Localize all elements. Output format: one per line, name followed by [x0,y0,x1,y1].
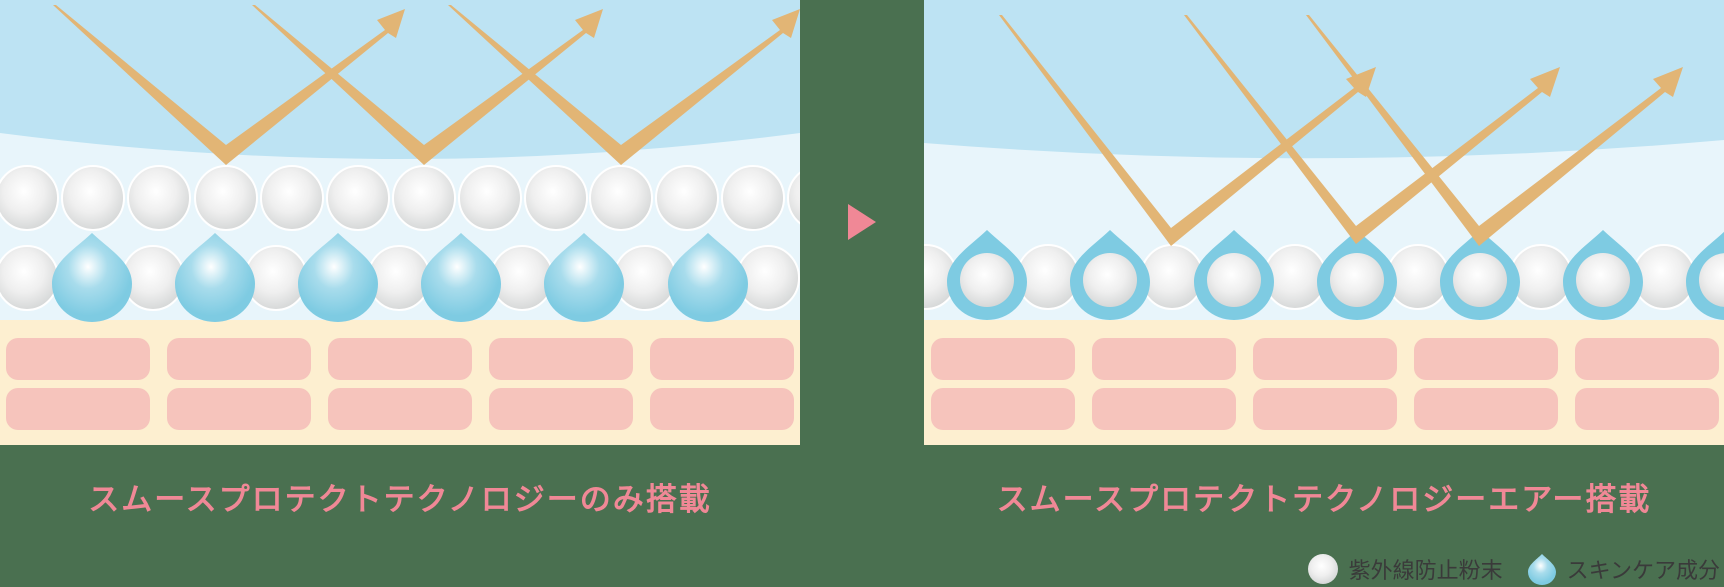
skin-cells [6,338,794,430]
skin-diagram-left [0,0,800,445]
skin-cells [931,338,1719,430]
caption-left: スムースプロテクトテクノロジーのみ搭載 [88,482,712,518]
illustration-right-panel [924,0,1724,445]
skincare-drops [52,233,748,322]
skin-diagram-right [924,0,1724,445]
uv-reflection-arrows [999,15,1683,246]
right-triangle-arrow-icon [848,204,876,240]
legend-item-powder: 紫外線防止粉末 [1307,553,1503,585]
legend-label-skincare: スキンケア成分 [1566,559,1720,584]
legend: 紫外線防止粉末 スキンケア成分 [1293,553,1720,585]
blue-drop-icon [1527,554,1556,585]
powder-spheres-bottom-row [0,245,800,311]
legend-label-powder: 紫外線防止粉末 [1348,559,1503,584]
legend-item-skincare: スキンケア成分 [1527,553,1720,585]
white-sphere-icon [1307,554,1338,584]
powder-spheres-row [924,244,1696,310]
caption-right: スムースプロテクトテクノロジーエアー搭載 [996,482,1652,518]
powder-spheres-top-row [0,165,800,231]
coated-powder-particles [947,230,1724,320]
illustration-left-panel [0,0,800,445]
